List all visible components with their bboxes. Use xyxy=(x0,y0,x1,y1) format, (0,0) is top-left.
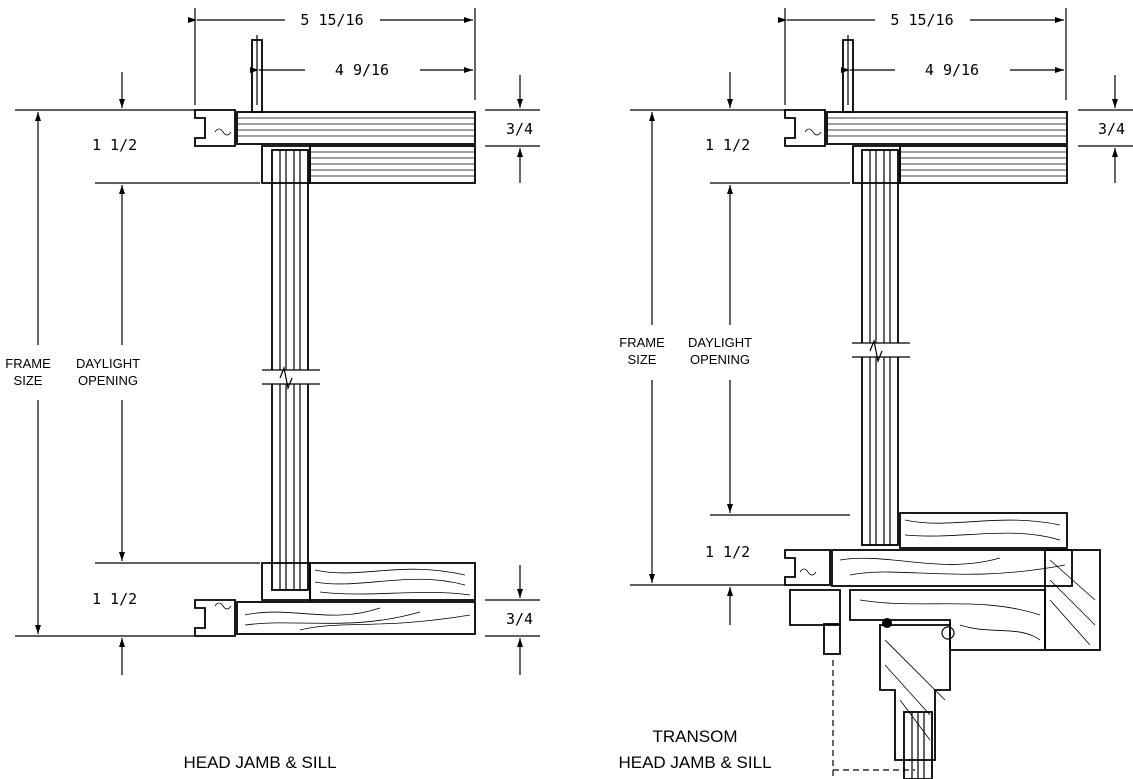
right-head-offset-text: 3/4 xyxy=(1098,120,1125,138)
right-sill-height-text: 1 1/2 xyxy=(705,543,750,561)
left-detail: 5 15/16 4 9/16 1 1/2 1 1/2 FRAME SIZE DA… xyxy=(5,8,540,772)
right-detail: 5 15/16 4 9/16 1 1/2 1 1/2 FRAME SIZE DA… xyxy=(618,8,1133,779)
left-overall-width-text: 5 15/16 xyxy=(300,11,363,29)
left-inner-width-dimension: 4 9/16 xyxy=(250,61,473,79)
left-daylight-label-1: DAYLIGHT xyxy=(76,356,140,371)
right-caption-line-2: HEAD JAMB & SILL xyxy=(618,753,771,772)
left-head-height-text: 1 1/2 xyxy=(92,136,137,154)
left-head-offset-text: 3/4 xyxy=(506,120,533,138)
left-glazing-unit xyxy=(262,149,320,591)
right-frame-label-2: SIZE xyxy=(628,352,657,367)
left-sill-offset-text: 3/4 xyxy=(506,610,533,628)
left-inner-width-text: 4 9/16 xyxy=(335,61,389,79)
right-overall-width-text: 5 15/16 xyxy=(890,11,953,29)
right-caption-line-1: TRANSOM xyxy=(653,727,738,746)
right-glazing-unit xyxy=(852,149,910,546)
right-sill-frame xyxy=(784,512,1101,779)
right-head-frame xyxy=(784,109,1068,184)
right-frame-label-1: FRAME xyxy=(619,335,665,350)
left-caption: HEAD JAMB & SILL xyxy=(183,753,336,772)
left-sill-frame xyxy=(194,562,476,637)
right-daylight-label-2: OPENING xyxy=(690,352,750,367)
left-head-frame xyxy=(194,109,476,184)
left-daylight-label-2: OPENING xyxy=(78,373,138,388)
right-inner-width-dimension: 4 9/16 xyxy=(841,61,1064,79)
right-inner-width-text: 4 9/16 xyxy=(925,61,979,79)
left-sill-height-text: 1 1/2 xyxy=(92,590,137,608)
left-frame-label-1: FRAME xyxy=(5,356,51,371)
right-head-height-text: 1 1/2 xyxy=(705,136,750,154)
right-overall-width-dimension: 5 15/16 xyxy=(778,11,1064,29)
left-frame-label-2: SIZE xyxy=(14,373,43,388)
left-overall-width-dimension: 5 15/16 xyxy=(188,11,473,29)
right-daylight-label-1: DAYLIGHT xyxy=(688,335,752,350)
